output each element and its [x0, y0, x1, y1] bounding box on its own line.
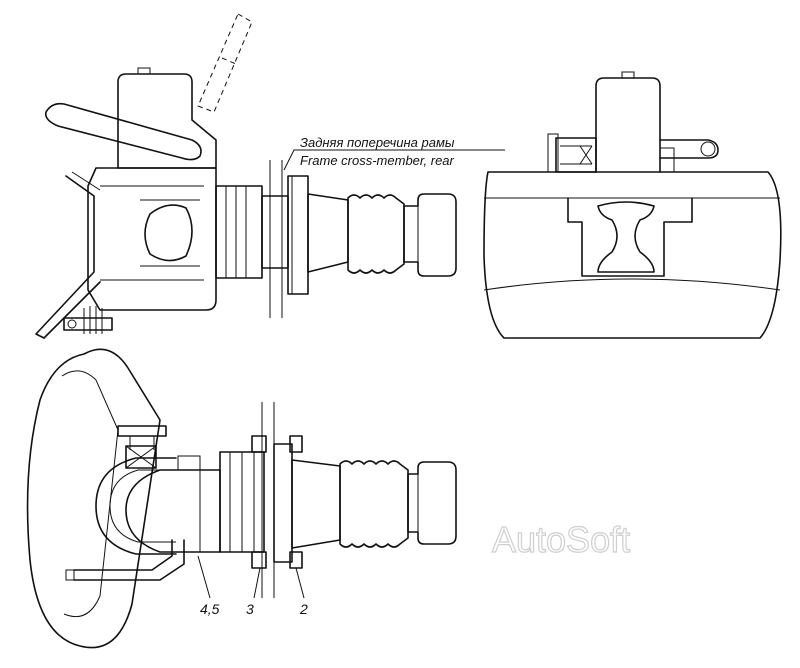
rear-view [483, 71, 782, 339]
callout-3: 3 [246, 601, 254, 617]
callout-2: 2 [299, 601, 308, 617]
watermark: AutoSoft [492, 519, 630, 560]
handwheel [117, 425, 167, 469]
shank-side [215, 160, 457, 318]
jaw-body [87, 167, 217, 311]
top-housing [117, 73, 217, 169]
horseshoe-catcher [95, 457, 177, 555]
rear-coupling-pin [597, 201, 655, 273]
handle-lowered [44, 102, 202, 161]
guide-catcher [35, 175, 101, 339]
handle-raised-position [197, 13, 253, 113]
shank-top [219, 402, 457, 598]
spring-latch [63, 306, 113, 334]
side-view [35, 13, 505, 339]
top-view [26, 348, 457, 649]
coupling-head [125, 469, 221, 553]
callout-4-5: 4,5 [200, 601, 220, 617]
coupling-pin [144, 204, 193, 262]
rear-handle [659, 139, 719, 159]
rear-top-housing [595, 77, 661, 173]
oval-mounting-plate [26, 348, 161, 649]
annotation-ru: Задняя поперечина рамы [300, 135, 455, 150]
rear-latch [547, 133, 675, 173]
frame-cross-member [269, 160, 283, 318]
air-pipe [73, 539, 185, 581]
annotation-en: Frame cross-member, rear [300, 153, 455, 168]
rear-mounting-plate [483, 171, 782, 339]
